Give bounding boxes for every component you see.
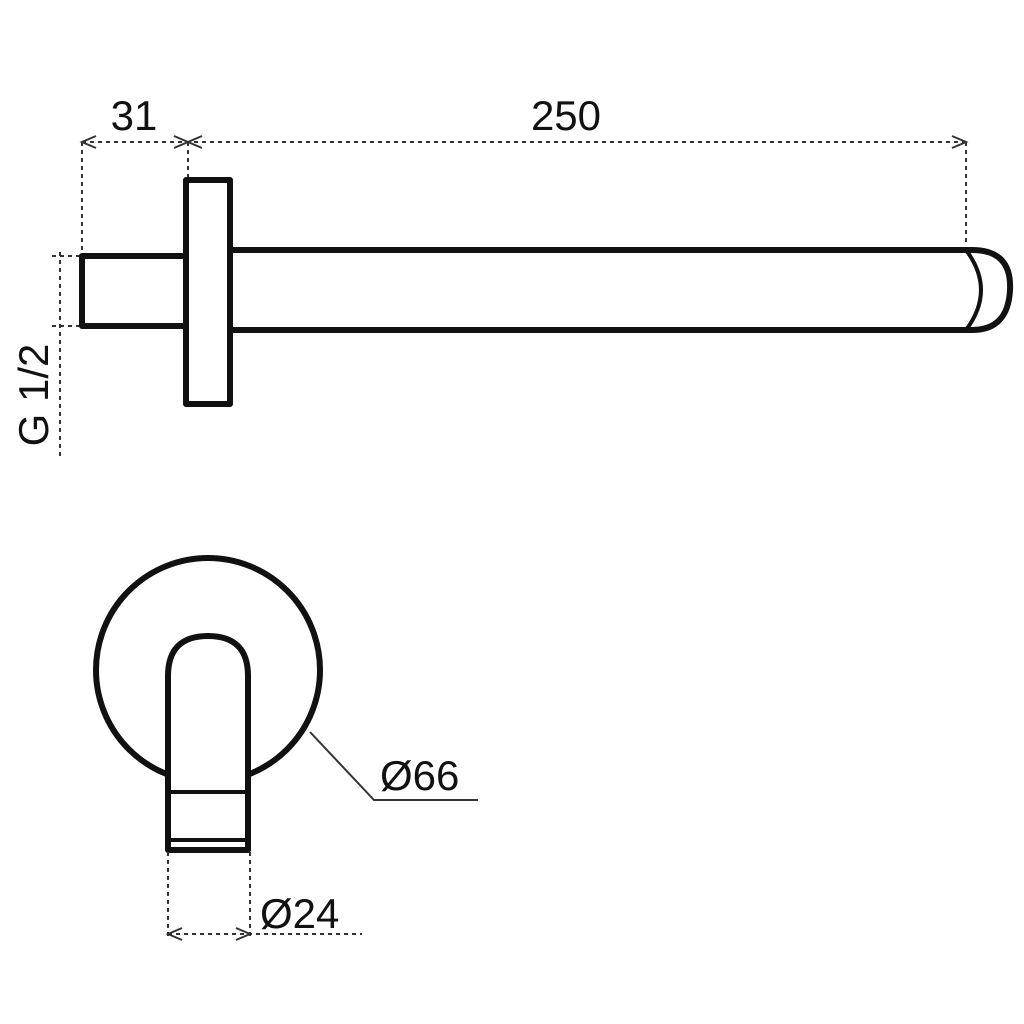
depth-label: 31 (111, 92, 158, 139)
thread-label: G 1/2 (10, 344, 57, 447)
rosette-diameter-label: Ø66 (380, 752, 459, 799)
threaded-connector (79, 253, 191, 329)
arrow-left-24 (165, 927, 183, 941)
side-view: 31 250 G 1/2 (10, 92, 1014, 458)
rosette-leader-line (309, 731, 478, 801)
spout-front (165, 633, 251, 853)
front-view: Ø66 Ø24 (93, 555, 478, 941)
length-label: 250 (531, 92, 601, 139)
spout-end-curve (964, 248, 983, 332)
spout-diameter-label: Ø24 (260, 890, 339, 937)
wall-rosette-side (183, 177, 233, 407)
spout-arm (225, 247, 1014, 333)
arrow-right-24 (235, 927, 253, 941)
